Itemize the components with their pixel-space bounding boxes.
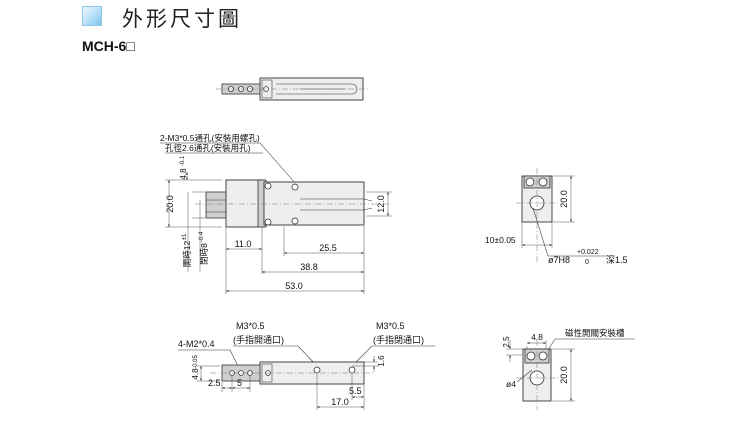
sensor-dim-height: 20.0 <box>559 366 569 384</box>
bottom-dim-16: 1.6 <box>377 355 386 367</box>
side-view-hole <box>264 182 272 190</box>
dim-top-offset: 4.8 <box>179 168 188 180</box>
top-view <box>216 77 370 101</box>
dim-11: 11.0 <box>235 239 252 249</box>
mount-hole-note-2: 孔徑2.6通孔(安裝用孔) <box>165 143 251 153</box>
bore-tol-upper: +0.022 <box>577 249 599 256</box>
bottom-dim-17: 17.0 <box>331 397 349 407</box>
dim-open: 開時12 <box>182 241 192 268</box>
bottom-view: M3*0.5 (手指開通口) M3*0.5 (手指閉通口) 4-M2*0.4 4… <box>178 321 435 410</box>
bore-label: ø7H8 <box>548 255 570 265</box>
dim-38: 38.8 <box>300 262 318 272</box>
side-view-body <box>263 181 365 226</box>
sensor-dim-48: 4.8 <box>531 332 543 342</box>
port-left-line2: (手指開通口) <box>233 334 284 345</box>
dim-25: 25.5 <box>319 243 337 253</box>
side-view: 2-M3*0.5通孔(安裝用螺孔) 孔徑2.6通孔(安裝用孔) 20.0 4.8… <box>160 133 392 294</box>
screw-label: 4-M2*0.4 <box>178 339 215 349</box>
sensor-slot-label: 磁性開關安裝槽 <box>565 328 625 338</box>
dim-53: 53.0 <box>285 281 303 291</box>
sensor-dim-25: 2.5 <box>502 336 511 348</box>
port-right-line2: (手指閉通口) <box>373 334 424 345</box>
port-right-line1: M3*0.5 <box>376 321 405 331</box>
sensor-dim-dia: ø4 <box>506 379 516 389</box>
end-dim-height: 20.0 <box>559 190 569 208</box>
port-left-line1: M3*0.5 <box>236 321 265 331</box>
dim-close-tol: -0.4 <box>199 231 205 242</box>
bottom-dim-48-tol: -0.05 <box>193 355 199 369</box>
square-bullet-icon <box>82 6 102 26</box>
dim-open-tol: ±1 <box>182 233 188 240</box>
bore-tol-lower: 0 <box>585 259 589 266</box>
bottom-dim-5: 5 <box>237 378 242 388</box>
side-view-hole <box>264 218 272 226</box>
side-view-hole <box>291 183 299 191</box>
dim-height: 20.0 <box>165 195 175 213</box>
page-title: 外形尺寸圖 <box>122 7 242 31</box>
sensor-slot-view: 磁性開關安裝槽 4.8 2.5 ø4 20.0 <box>502 328 635 410</box>
end-dim-width: 10±0.05 <box>485 235 516 245</box>
bottom-dim-25: 2.5 <box>208 378 221 388</box>
bore-depth: 深1.5 <box>606 255 628 265</box>
right-end-view: 20.0 10±0.05 ø7H8 +0.022 0 深1.5 <box>485 168 628 266</box>
bottom-dim-48: 4.8 <box>191 368 200 380</box>
dim-close: 閉時8 <box>199 243 209 265</box>
model-number: MCH-6□ <box>82 38 135 54</box>
dim-jaw-height: 12.0 <box>376 195 386 213</box>
side-view-hole <box>291 217 299 225</box>
mount-hole-note-1: 2-M3*0.5通孔(安裝用螺孔) <box>160 133 260 143</box>
bottom-dim-55: 5.5 <box>349 386 362 396</box>
dim-top-offset-tol: -0.1 <box>180 155 186 166</box>
